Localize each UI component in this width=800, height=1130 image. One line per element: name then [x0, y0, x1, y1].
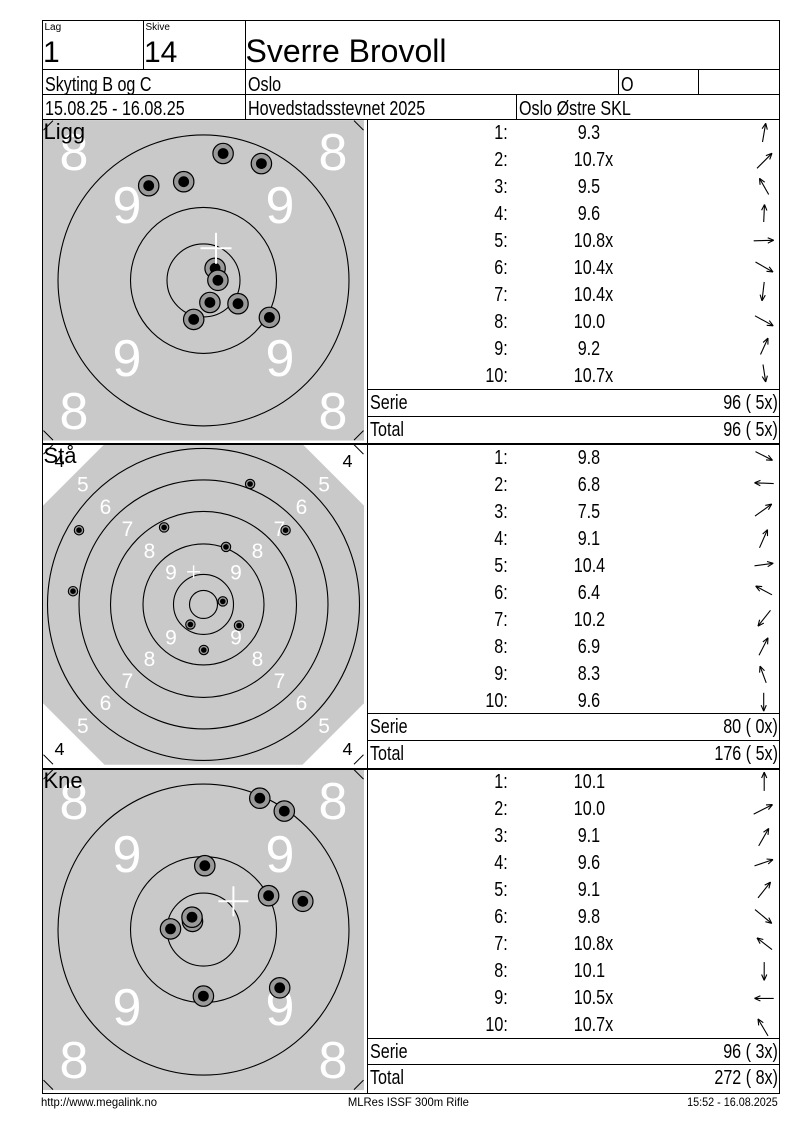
- svg-text:9: 9: [230, 562, 242, 585]
- svg-text:6: 6: [100, 693, 112, 716]
- svg-text:7: 7: [274, 671, 286, 694]
- svg-text:8: 8: [60, 1032, 89, 1090]
- svg-text:9: 9: [266, 329, 295, 387]
- svg-text:Kne: Kne: [44, 768, 83, 793]
- svg-text:5: 5: [318, 715, 330, 738]
- svg-text:9: 9: [113, 176, 142, 234]
- svg-text:8: 8: [319, 123, 348, 181]
- svg-text:9: 9: [266, 826, 295, 884]
- svg-text:8: 8: [252, 541, 264, 564]
- svg-text:8: 8: [60, 123, 89, 181]
- svg-text:5: 5: [318, 474, 330, 497]
- svg-text:4: 4: [342, 739, 352, 759]
- svg-text:5: 5: [77, 474, 89, 497]
- svg-text:9: 9: [266, 176, 295, 234]
- svg-text:8: 8: [60, 382, 89, 440]
- svg-text:6: 6: [296, 693, 308, 716]
- svg-text:8: 8: [144, 649, 156, 672]
- svg-text:8: 8: [60, 773, 89, 831]
- svg-text:9: 9: [165, 627, 177, 650]
- svg-text:8: 8: [252, 649, 264, 672]
- svg-text:Ligg: Ligg: [44, 119, 86, 144]
- svg-text:8: 8: [319, 773, 348, 831]
- svg-text:4: 4: [54, 451, 64, 471]
- svg-text:8: 8: [319, 382, 348, 440]
- svg-text:7: 7: [122, 671, 134, 694]
- svg-text:5: 5: [77, 715, 89, 738]
- svg-text:9: 9: [230, 627, 242, 650]
- svg-text:Stå: Stå: [44, 443, 78, 468]
- svg-text:8: 8: [144, 541, 156, 564]
- svg-text:6: 6: [100, 497, 112, 520]
- svg-text:9: 9: [113, 979, 142, 1037]
- svg-text:9: 9: [165, 562, 177, 585]
- svg-text:7: 7: [274, 519, 286, 542]
- svg-text:8: 8: [319, 1032, 348, 1090]
- svg-text:4: 4: [54, 739, 64, 759]
- svg-text:4: 4: [342, 451, 352, 471]
- svg-text:6: 6: [296, 497, 308, 520]
- svg-text:7: 7: [122, 519, 134, 542]
- svg-text:9: 9: [113, 329, 142, 387]
- svg-text:9: 9: [113, 826, 142, 884]
